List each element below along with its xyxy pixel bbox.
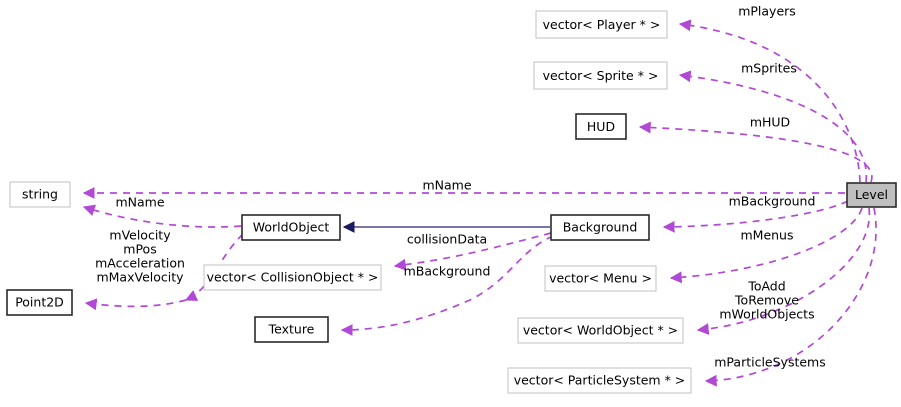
edge-label-worldobject-mname: mName	[115, 195, 164, 210]
edge-label-msprites: mSprites	[741, 61, 797, 76]
node-worldobject[interactable]: WorldObject	[241, 214, 341, 241]
edge-level-background	[662, 200, 849, 233]
node-label-vector-particlesystem: vector< ParticleSystem * >	[514, 373, 686, 388]
edge-label-macceleration: mAcceleration	[95, 256, 185, 271]
node-label-texture: Texture	[268, 322, 315, 337]
edge-background-collision	[393, 232, 552, 271]
node-texture[interactable]: Texture	[254, 316, 329, 343]
edge-label-mplayers: mPlayers	[738, 4, 796, 19]
edge-labels-layer: mPlayers mSprites mHUD mName mBackground…	[95, 4, 826, 370]
node-vector-menu[interactable]: vector< Menu >	[544, 265, 657, 292]
edge-worldobject-point2d	[84, 233, 244, 311]
node-vector-player[interactable]: vector< Player * >	[535, 10, 668, 39]
node-point2d[interactable]: Point2D	[6, 289, 73, 316]
node-background[interactable]: Background	[550, 214, 650, 241]
node-hud[interactable]: HUD	[575, 113, 627, 140]
edge-label-mbackground-level: mBackground	[729, 194, 816, 209]
edge-level-sprites	[678, 70, 868, 183]
node-label-vector-player: vector< Player * >	[543, 17, 661, 32]
node-label-string: string	[22, 187, 58, 202]
edge-label-mpos: mPos	[123, 242, 156, 257]
edges-layer	[82, 19, 877, 387]
edge-label-mmenus: mMenus	[740, 228, 793, 243]
edge-label-mhud: mHUD	[750, 115, 790, 130]
node-vector-worldobject[interactable]: vector< WorldObject * >	[517, 317, 684, 344]
node-label-level: Level	[855, 187, 888, 202]
edge-label-point2d-group: mVelocity mPos mAcceleration mMaxVelocit…	[95, 228, 185, 285]
edge-worldobject-name	[82, 204, 242, 228]
edge-level-hud	[638, 121, 873, 183]
node-label-vector-sprite: vector< Sprite * >	[543, 68, 659, 83]
edge-label-toremove: ToRemove	[734, 293, 799, 308]
node-level[interactable]: Level	[846, 182, 897, 208]
edge-label-worldobjects-group: ToAdd ToRemove mWorldObjects	[719, 279, 814, 322]
edge-level-players	[678, 19, 861, 183]
edge-label-mvelocity: mVelocity	[109, 228, 171, 243]
node-label-vector-collisionobject: vector< CollisionObject * >	[207, 270, 379, 285]
node-vector-particlesystem[interactable]: vector< ParticleSystem * >	[507, 367, 692, 394]
edge-label-collisiondata: collisionData	[407, 232, 487, 247]
edge-level-menus	[669, 207, 863, 284]
edge-level-particles	[704, 207, 877, 387]
edge-label-mmaxvelocity: mMaxVelocity	[96, 270, 184, 285]
node-label-vector-worldobject: vector< WorldObject * >	[523, 323, 678, 338]
node-vector-sprite[interactable]: vector< Sprite * >	[533, 61, 668, 90]
node-label-background: Background	[563, 220, 638, 235]
node-vector-collisionobject[interactable]: vector< CollisionObject * >	[203, 264, 382, 291]
edge-level-worldobjects	[696, 207, 871, 335]
edge-label-mparticlesystems: mParticleSystems	[714, 355, 826, 370]
edge-label-mworldobjects: mWorldObjects	[719, 307, 814, 322]
edge-label-level-mname: mName	[422, 178, 471, 193]
edge-background-texture	[340, 235, 554, 336]
node-label-point2d: Point2D	[15, 295, 64, 310]
node-string[interactable]: string	[9, 181, 71, 208]
nodes-layer: vector< Player * > vector< Sprite * > HU…	[6, 10, 897, 394]
node-label-hud: HUD	[587, 119, 615, 134]
node-label-vector-menu: vector< Menu >	[549, 271, 652, 286]
edge-label-mbackground-texture: mBackground	[404, 264, 491, 279]
edge-label-toadd: ToAdd	[747, 279, 785, 294]
node-label-worldobject: WorldObject	[253, 220, 330, 235]
